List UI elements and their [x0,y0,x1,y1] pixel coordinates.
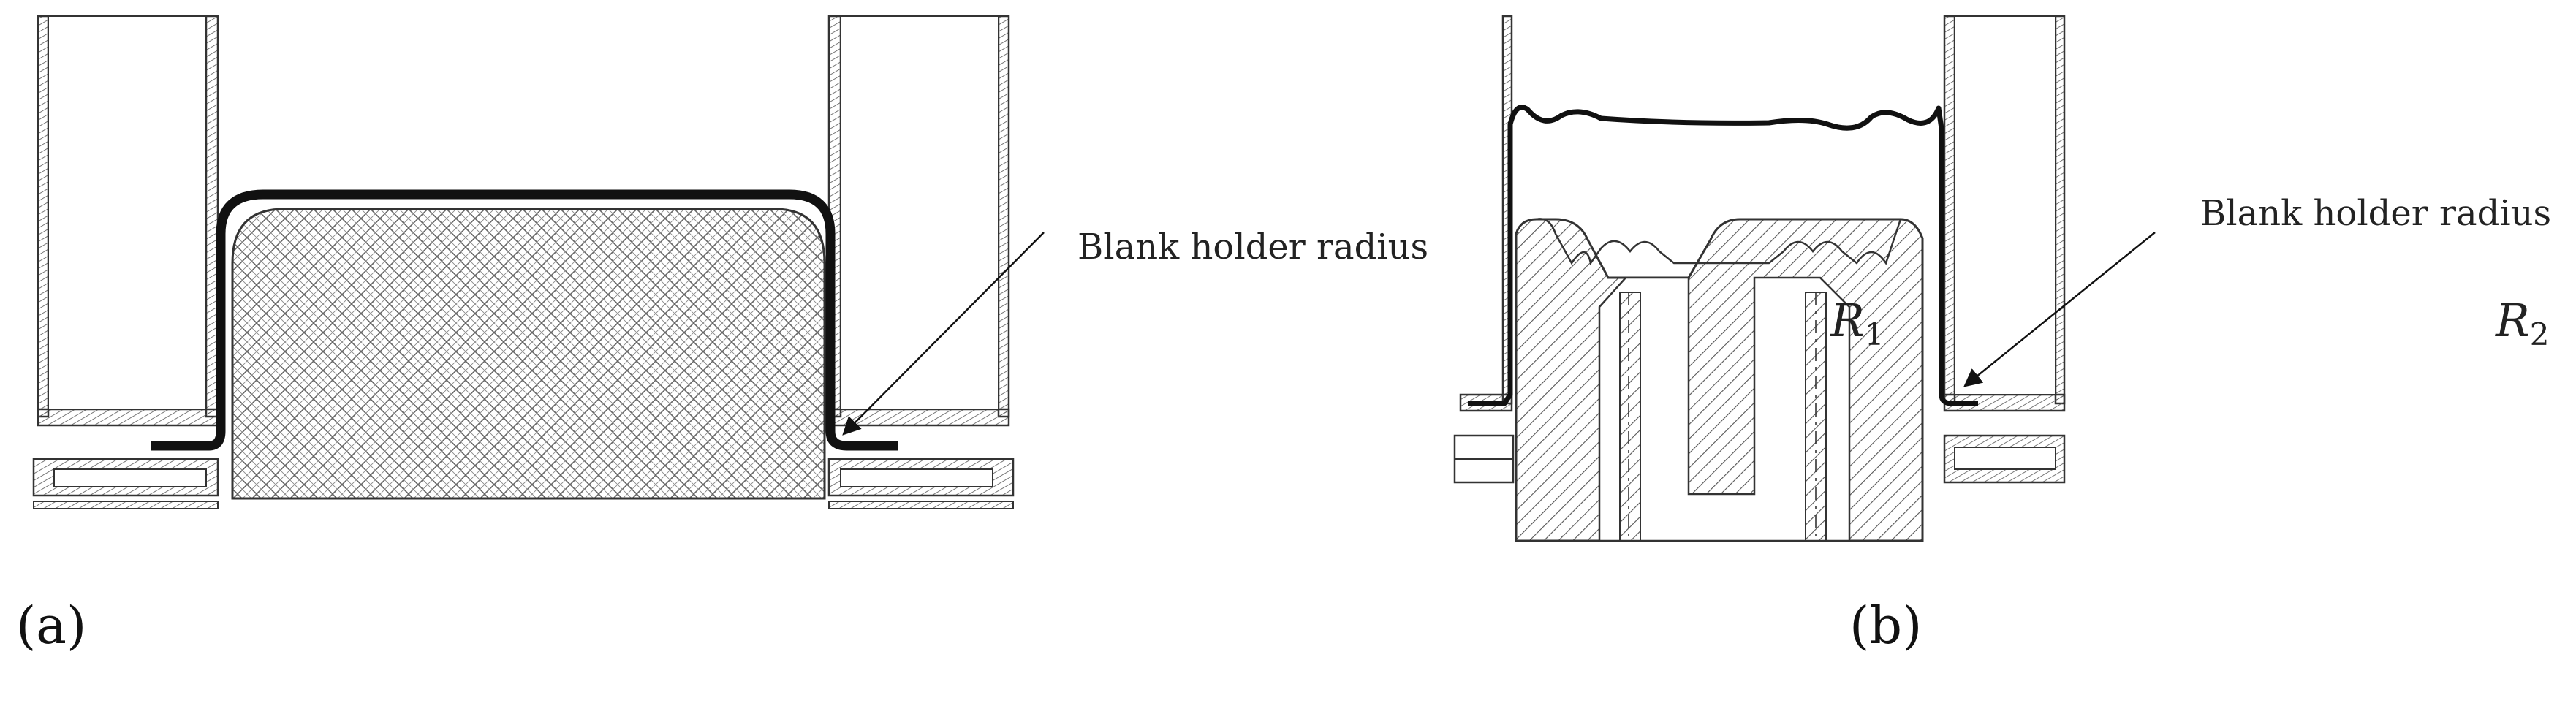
formed-sheet [151,189,898,451]
r1-label: R1 [1830,294,1884,352]
wrinkled-sheet [1468,105,1978,406]
r1-subscript: 1 [1865,316,1884,352]
blank-holder-radius-label-b: Blank holder radius [2200,193,2551,234]
caption-a: (a) [16,596,86,656]
blank-holder-right-b [1943,434,2066,484]
punch-crown [1536,218,1902,266]
panel-a-diagram [32,15,1045,509]
blank-holder-radius-label-a: Blank holder radius [1077,227,1428,267]
r2-subscript: 2 [2530,316,2550,352]
punch-b [1515,218,1924,542]
punch [231,208,826,500]
r2-label: R2 [2495,294,2549,352]
inner-rods [1619,292,1827,542]
punch-bore [1598,276,1851,542]
panel-b-diagram [1453,15,2156,542]
right-die-wall [827,15,1010,427]
blank-holder-left [32,458,219,509]
blank-holder-right [827,458,1015,509]
caption-b: (b) [1849,596,1922,656]
left-die-wall [37,15,219,427]
die-wall-right-b [1943,15,2066,412]
die-wall-left-b [1459,15,1513,412]
blank-holder-radius-arrow-b [1963,232,2156,387]
blank-holder-left-b [1453,434,1515,484]
blank-holder-radius-arrow-a [842,232,1045,436]
